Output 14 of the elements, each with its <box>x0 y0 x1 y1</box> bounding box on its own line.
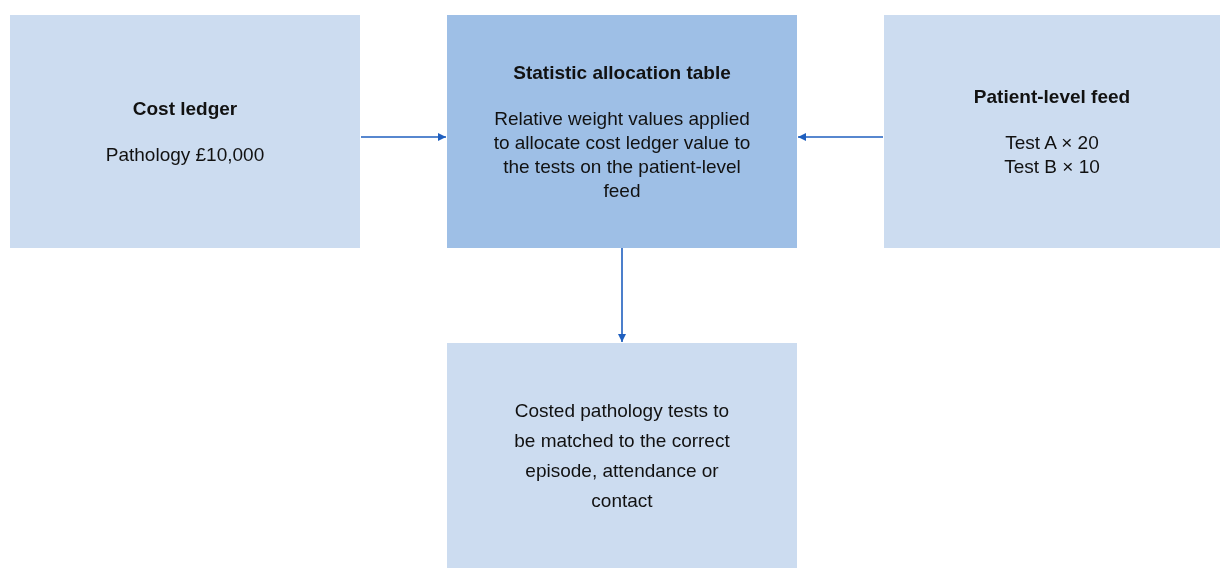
process-box <box>447 15 797 248</box>
box-text: Costed pathology tests to be matched to the correct episode, attendance or contact <box>513 398 731 513</box>
process-box <box>884 15 1220 248</box>
arrow <box>360 133 447 141</box>
process-box <box>10 15 360 248</box>
box-heading: Cost ledger <box>132 96 238 121</box>
process-box <box>447 343 797 568</box>
box-text: Relative weight values applied to allocate cost ledger value to the tests on the patient-level feed <box>492 106 752 203</box>
box-heading: Patient-level feed <box>973 84 1131 109</box>
arrow <box>618 247 626 343</box>
arrow <box>797 133 884 141</box>
box-text: Pathology £10,000 <box>105 142 265 167</box>
box-text: Test A × 20 Test B × 10 <box>1003 130 1101 179</box>
box-heading: Statistic allocation table <box>513 60 731 85</box>
